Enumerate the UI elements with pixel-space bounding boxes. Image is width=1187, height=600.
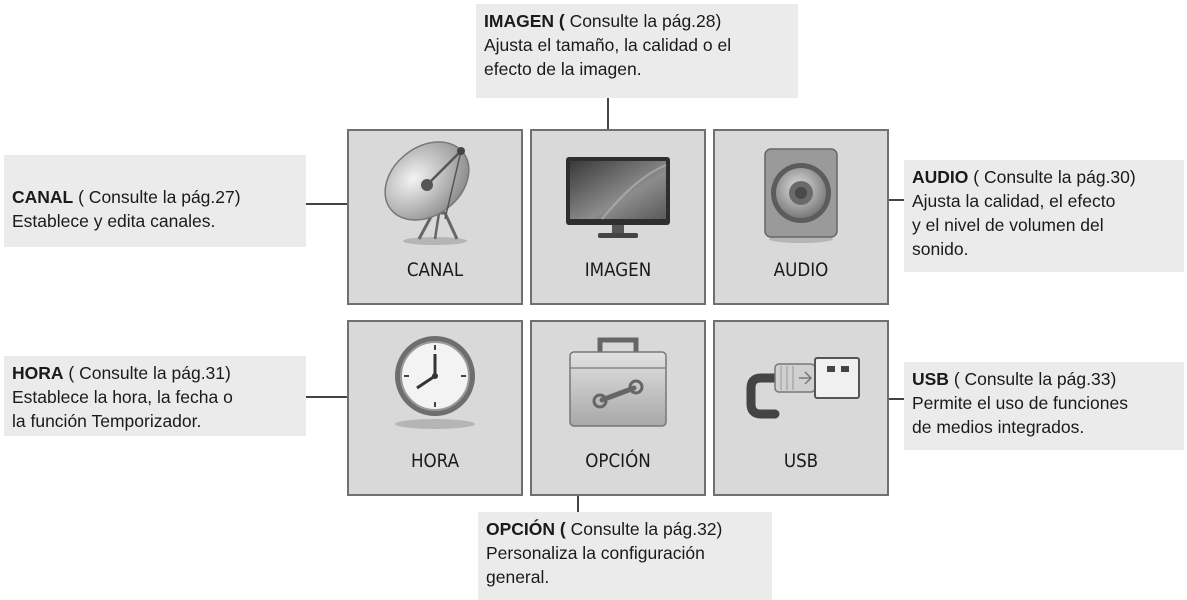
audio-callout-ref: ( Consulte la pág.30): [968, 167, 1136, 187]
imagen-tile[interactable]: IMAGEN: [530, 129, 706, 305]
imagen-callout-line-2: efecto de la imagen.: [484, 59, 642, 79]
hora-callout-line-2: la función Temporizador.: [12, 411, 202, 431]
opcion-callout-title: OPCIÓN (: [486, 519, 566, 539]
toolbox-icon: [569, 337, 667, 427]
canal-callout-ref: ( Consulte la pág.27): [73, 187, 241, 207]
usb-callout-line-1: Permite el uso de funciones: [912, 393, 1128, 413]
audio-tile[interactable]: AUDIO: [713, 129, 889, 305]
imagen-tile-label: IMAGEN: [584, 259, 652, 281]
imagen-callout-title: IMAGEN (: [484, 11, 565, 31]
usb-callout-title: USB: [912, 369, 949, 389]
canal-tile[interactable]: CANAL: [347, 129, 523, 305]
hora-callout-title: HORA: [12, 363, 64, 383]
audio-callout-line-1: Ajusta la calidad, el efecto: [912, 191, 1116, 211]
speaker-icon: [764, 148, 838, 243]
audio-callout-title: AUDIO: [912, 167, 969, 187]
hora-callout-ref: ( Consulte la pág.31): [63, 363, 231, 383]
canal-callout-title: CANAL: [12, 187, 74, 207]
audio-tile-label: AUDIO: [773, 259, 829, 281]
hora-callout-line-1: Establece la hora, la fecha o: [12, 387, 233, 407]
tv-monitor-icon: [566, 157, 670, 238]
imagen-connector: [607, 98, 609, 144]
opcion-callout-ref: Consulte la pág.32): [565, 519, 723, 539]
audio-callout-line-3: sonido.: [912, 239, 969, 259]
canal-connector: [306, 203, 356, 205]
usb-callout-line-2: de medios integrados.: [912, 417, 1085, 437]
canal-callout-line-1: Establece y edita canales.: [12, 211, 216, 231]
usb-tile[interactable]: USB: [713, 320, 889, 496]
opcion-callout-line-2: general.: [486, 567, 550, 587]
usb-tile-label: USB: [783, 450, 819, 472]
hora-tile[interactable]: HORA: [347, 320, 523, 496]
clock-icon: [395, 336, 475, 429]
hora-callout: HORA ( Consulte la pág.31) Establece la …: [4, 356, 306, 436]
canal-tile-label: CANAL: [406, 259, 464, 281]
opcion-tile-label: OPCIÓN: [585, 450, 651, 472]
canal-callout: CANAL ( Consulte la pág.27) Establece y …: [4, 155, 306, 247]
satellite-dish-icon: [384, 141, 470, 245]
hora-connector: [306, 396, 356, 398]
usb-callout-ref: ( Consulte la pág.33): [948, 369, 1117, 389]
imagen-callout: IMAGEN ( Consulte la pág.28) Ajusta el t…: [476, 4, 798, 98]
imagen-callout-line-1: Ajusta el tamaño, la calidad o el: [484, 35, 732, 55]
usb-callout: USB ( Consulte la pág.33) Permite el uso…: [904, 362, 1184, 450]
opcion-tile[interactable]: OPCIÓN: [530, 320, 706, 496]
hora-tile-label: HORA: [410, 450, 460, 472]
usb-cable-icon: [746, 357, 860, 419]
opcion-callout-line-1: Personaliza la configuración: [486, 543, 705, 563]
imagen-callout-ref: Consulte la pág.28): [564, 11, 722, 31]
audio-callout-line-2: y el nivel de volumen del: [912, 215, 1104, 235]
opcion-callout: OPCIÓN ( Consulte la pág.32) Personaliza…: [478, 512, 772, 600]
audio-callout: AUDIO ( Consulte la pág.30) Ajusta la ca…: [904, 160, 1184, 272]
